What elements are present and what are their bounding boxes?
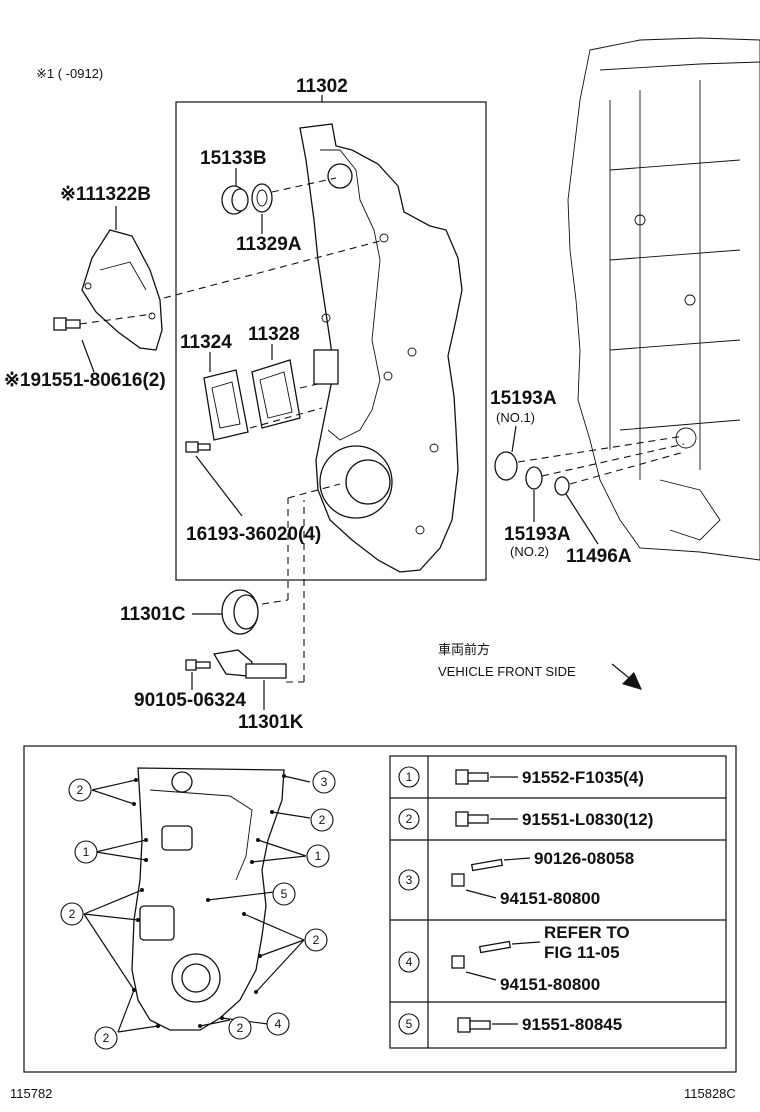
callout-5[interactable]: 5 [272,882,296,906]
legend-row-5[interactable]: 5 91551-80845 [398,1013,622,1035]
label-11302[interactable]: 11302 [296,76,348,97]
part-11301k-sensor[interactable] [212,649,287,679]
callout-3[interactable]: 3 [312,770,336,794]
part-11328[interactable] [251,359,301,429]
stud-icon [478,940,512,954]
svg-text:2: 2 [313,933,320,947]
svg-text:2: 2 [77,783,84,797]
header-note: ※1 ( -0912) [36,66,103,81]
callout-2-e[interactable]: 2 [310,808,334,832]
svg-text:94151-80800: 94151-80800 [500,889,600,908]
stud-icon [470,858,504,872]
callout-1-b[interactable]: 1 [306,844,330,868]
legend-row-1[interactable]: 1 91552-F1035(4) [398,766,644,788]
callout-2-b[interactable]: 2 [60,902,84,926]
label-15133b[interactable]: 15133B [200,148,267,169]
front-side-jp: 車両前方 [438,642,490,657]
label-11328[interactable]: 11328 [248,324,300,345]
label-11301k[interactable]: 11301K [238,712,304,733]
legend-row-2[interactable]: 2 91551-L0830(12) [398,808,653,830]
callout-2-d[interactable]: 2 [228,1016,252,1040]
label-16193-36020[interactable]: 16193-36020(4) [186,524,321,545]
svg-text:2: 2 [69,907,76,921]
part-15193a-no2[interactable] [525,466,543,490]
front-arrow-icon [611,663,642,690]
part-11496a[interactable] [554,476,570,496]
svg-text:1: 1 [83,845,90,859]
svg-text:2: 2 [237,1021,244,1035]
part-11329a[interactable] [251,183,273,213]
callout-2-f[interactable]: 2 [304,928,328,952]
label-90105-06324[interactable]: 90105-06324 [134,690,246,711]
label-15193a-no2-sub: (NO.2) [510,544,549,559]
part-15193a-no1[interactable] [494,451,518,481]
svg-text:FIG 11-05: FIG 11-05 [544,943,620,962]
front-side-en: VEHICLE FRONT SIDE [438,664,576,679]
callout-2-a[interactable]: 2 [68,778,92,802]
svg-text:94151-80800: 94151-80800 [500,975,600,994]
svg-text:2: 2 [103,1031,110,1045]
nut-icon [451,955,465,969]
label-91551-80616[interactable]: ※191551-80616(2) [4,370,166,391]
label-11496a[interactable]: 11496A [566,546,632,567]
svg-text:4: 4 [406,955,413,969]
bolt-location-frame [23,745,737,1073]
footer-right-code: 115828C [684,1086,736,1101]
svg-text:5: 5 [281,887,288,901]
legend-row-3[interactable]: 3 90126-08058 94151-80800 [398,849,634,908]
svg-text:91551-L0830(12): 91551-L0830(12) [522,810,653,829]
svg-text:3: 3 [406,873,413,887]
footer-left-code: 115782 [10,1086,52,1101]
nut-icon [451,873,465,887]
label-11324[interactable]: 11324 [180,332,232,353]
engine-block [567,37,760,561]
label-11329a[interactable]: 11329A [236,234,302,255]
bolt-icon [457,1017,491,1033]
svg-text:91551-80845: 91551-80845 [522,1015,622,1034]
assembly-frame [175,101,487,581]
part-11301c[interactable] [221,589,259,635]
svg-text:5: 5 [406,1017,413,1031]
svg-text:3: 3 [321,775,328,789]
svg-text:1: 1 [315,849,322,863]
svg-text:1: 1 [406,770,413,784]
bolt-icon [455,769,489,785]
svg-text:91552-F1035(4): 91552-F1035(4) [522,768,644,787]
bolt-16193-36020[interactable] [185,441,211,453]
timing-cover-part[interactable] [299,123,463,573]
svg-text:4: 4 [275,1017,282,1031]
part-15133b[interactable] [221,185,249,215]
svg-text:90126-08058: 90126-08058 [534,849,634,868]
label-11322b[interactable]: ※111322B [60,184,151,205]
part-11322b[interactable] [81,229,163,351]
svg-text:2: 2 [406,812,413,826]
svg-text:2: 2 [319,813,326,827]
label-15193a-no2[interactable]: 15193A [504,524,571,545]
bolt-90105-06324[interactable] [185,659,211,671]
callout-leaders [83,775,311,1033]
part-11324[interactable] [203,369,249,441]
callout-4[interactable]: 4 [266,1012,290,1036]
label-11301c[interactable]: 11301C [120,604,186,625]
callout-1-a[interactable]: 1 [74,840,98,864]
label-15193a-no1-sub: (NO.1) [496,410,535,425]
bolt-91551-80616[interactable] [53,317,81,331]
callout-2-c[interactable]: 2 [94,1026,118,1050]
legend-row-4[interactable]: 4 REFER TO FIG 11-05 94151-80800 [398,923,630,994]
bolt-icon [455,811,489,827]
bolt-legend-table [389,755,727,1049]
svg-text:REFER TO: REFER TO [544,923,630,942]
label-15193a-no1[interactable]: 15193A [490,388,557,409]
